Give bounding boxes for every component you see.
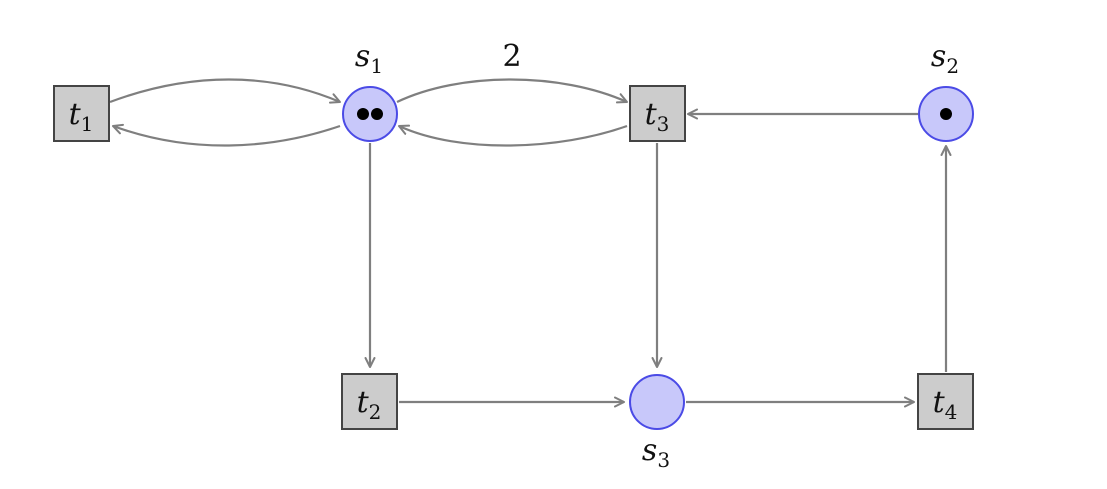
transition-box — [341, 373, 398, 430]
place-label: s2 — [931, 39, 959, 78]
place-label: s1 — [355, 39, 383, 78]
token — [940, 108, 952, 120]
transition-box — [917, 373, 974, 430]
arc-s1-to-t3 — [396, 78, 628, 104]
place-tokens — [357, 108, 383, 120]
transition-label: t4 — [933, 385, 958, 424]
transition-box — [629, 85, 686, 142]
arcs — [109, 78, 952, 408]
transition-t1: t1 — [53, 85, 110, 142]
transition-label: t3 — [645, 97, 670, 136]
token — [371, 108, 383, 120]
transition-t2: t2 — [341, 373, 398, 430]
place-s2: s2 — [918, 39, 974, 142]
arc-weight-label: 2 — [502, 39, 521, 74]
place-circle — [629, 374, 685, 430]
token — [357, 108, 369, 120]
place-circle — [342, 86, 398, 142]
place-s1: s1 — [342, 39, 398, 142]
place-s3: s3 — [629, 374, 685, 472]
transition-t3: t3 — [629, 85, 686, 142]
arc-s1-to-t1 — [112, 123, 341, 147]
place-label: s3 — [642, 433, 670, 472]
transition-t4: t4 — [917, 373, 974, 430]
place-tokens — [940, 108, 952, 120]
transition-label: t1 — [69, 97, 94, 136]
arc-t1-to-s1 — [109, 78, 341, 104]
transition-box — [53, 85, 110, 142]
arc-t3-to-s1 — [398, 124, 628, 147]
transition-label: t2 — [357, 385, 382, 424]
